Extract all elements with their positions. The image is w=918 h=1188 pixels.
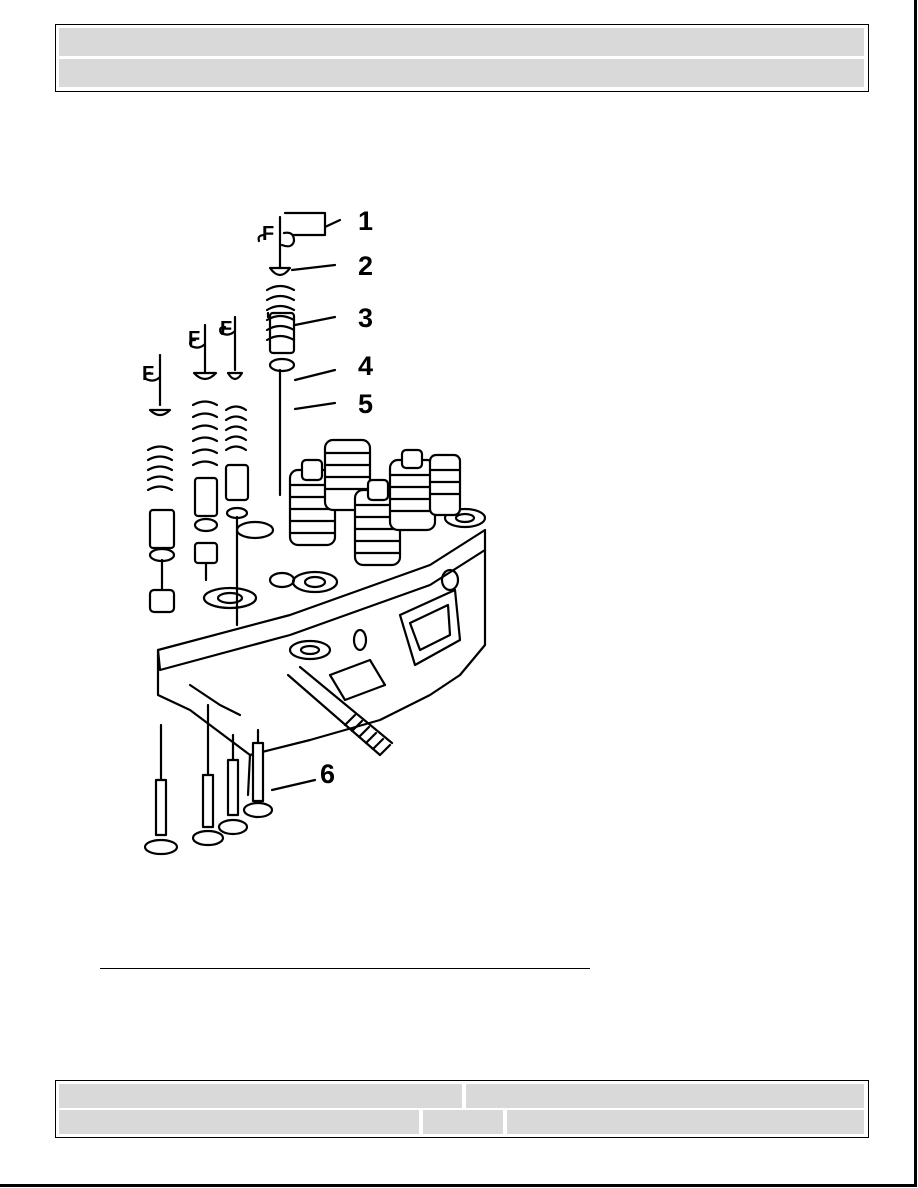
svg-text:F: F bbox=[142, 363, 154, 385]
callout-6: 6 bbox=[320, 759, 335, 789]
valve-assembly-figure: F F F F 1 2 3 4 5 6 bbox=[130, 195, 500, 870]
callout-4: 4 bbox=[358, 351, 373, 381]
svg-text:F: F bbox=[188, 328, 200, 350]
header-subtitle-bar bbox=[59, 59, 864, 87]
callout-1: 1 bbox=[358, 206, 373, 236]
document-header bbox=[55, 24, 869, 92]
valve-assembly-exploded-diagram-icon: F F F F 1 2 3 4 5 6 bbox=[142, 206, 487, 856]
callout-3: 3 bbox=[358, 303, 373, 333]
callout-2: 2 bbox=[358, 251, 373, 281]
svg-text:F: F bbox=[220, 318, 232, 340]
footer-cell-4 bbox=[423, 1110, 503, 1134]
footer-cell-2 bbox=[466, 1084, 864, 1108]
footer-cell-5 bbox=[507, 1110, 864, 1134]
footer-cell-3 bbox=[59, 1110, 419, 1134]
document-footer bbox=[55, 1080, 869, 1138]
callout-5: 5 bbox=[358, 389, 373, 419]
header-title-bar bbox=[59, 28, 864, 56]
svg-text:F: F bbox=[262, 223, 274, 245]
footer-cell-1 bbox=[59, 1084, 462, 1108]
horizontal-rule bbox=[100, 968, 590, 969]
